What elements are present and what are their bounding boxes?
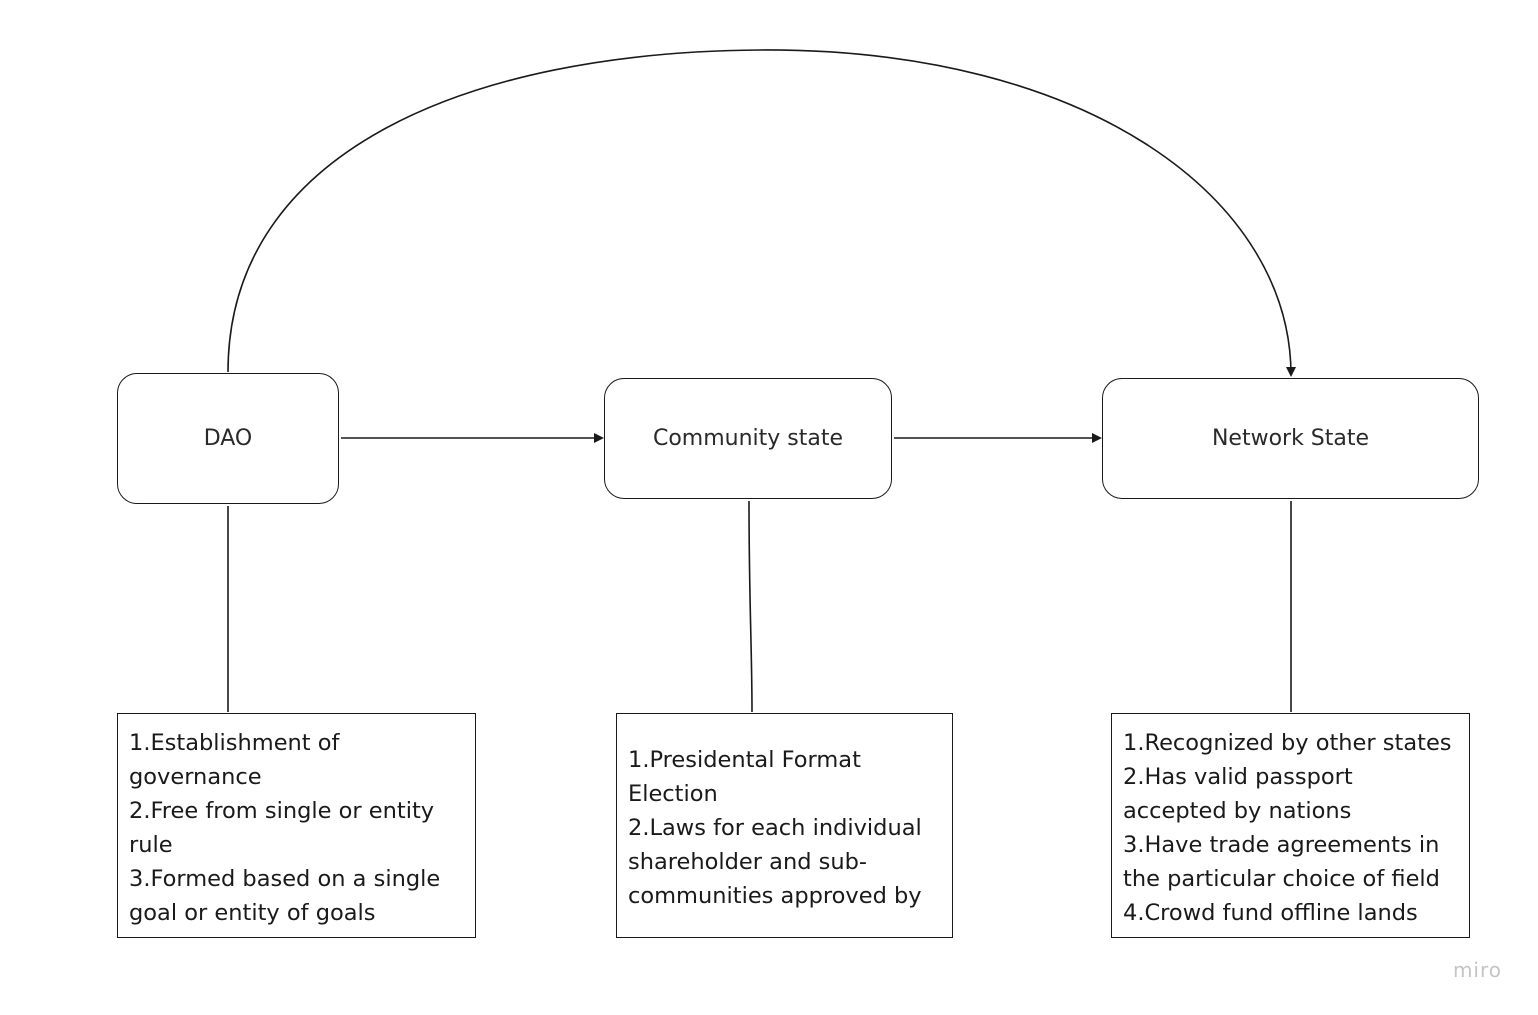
note-community-state-features[interactable]: 1.Presidental Format Election 2.Laws for… [616, 713, 953, 938]
node-dao[interactable]: DAO [117, 373, 339, 504]
note-line: communities approved by [628, 883, 922, 909]
note-line: Election [628, 781, 718, 807]
note-line: the particular choice of field [1123, 866, 1440, 892]
note-line: 1.Recognized by other states [1123, 730, 1452, 756]
note-line: governance [129, 764, 262, 790]
note-line: goal or entity of goals [129, 900, 376, 926]
note-line: shareholder and sub- [628, 849, 868, 875]
node-network-state-label: Network State [1211, 426, 1370, 451]
node-network-state[interactable]: Network State [1102, 378, 1479, 499]
note-line: 2.Free from single or entity [129, 798, 435, 824]
note-line: 1.Presidental Format [628, 747, 861, 773]
note-line: 1.Establishment of [129, 730, 340, 756]
node-community-state-label: Community state [652, 426, 844, 451]
note-line: 2.Has valid passport [1123, 764, 1353, 790]
node-community-state[interactable]: Community state [604, 378, 892, 499]
note-dao-features[interactable]: 1.Establishment of governance 2.Free fro… [117, 713, 476, 938]
note-line: 4.Crowd fund offline lands [1123, 900, 1418, 926]
note-line: 3.Have trade agreements in [1123, 832, 1440, 858]
miro-watermark: miro [1452, 958, 1502, 982]
note-line: accepted by nations [1123, 798, 1352, 824]
node-dao-label: DAO [203, 426, 253, 451]
note-line: rule [129, 832, 173, 858]
connector-community-to-note [748, 500, 753, 713]
note-line: 2.Laws for each individual [628, 815, 922, 841]
note-network-state-features[interactable]: 1.Recognized by other states 2.Has valid… [1111, 713, 1470, 938]
note-line: 3.Formed based on a single [129, 866, 441, 892]
arc-dao-to-network-state [227, 49, 1296, 377]
